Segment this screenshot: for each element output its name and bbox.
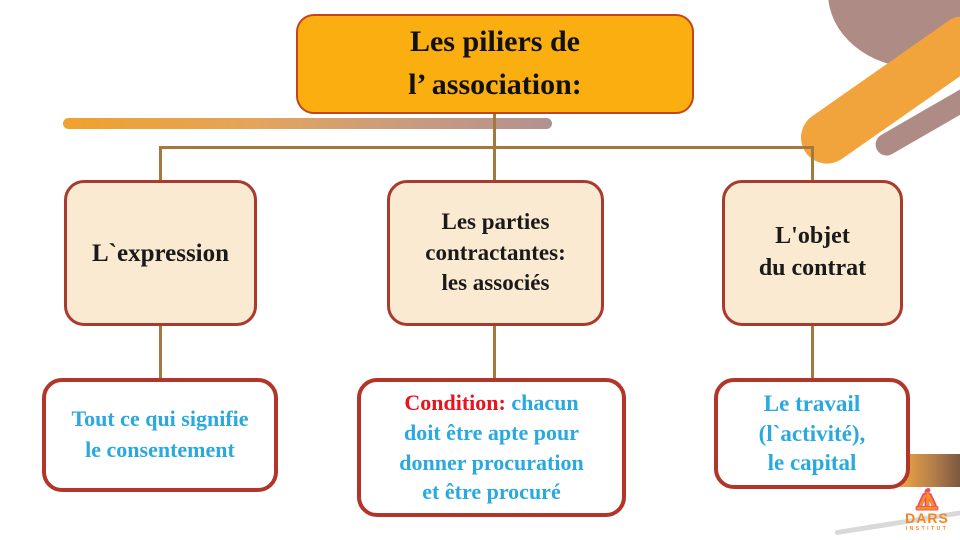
connector-stem-right-lower — [811, 324, 814, 380]
left-accent-bar — [63, 118, 552, 129]
pillar-expression-text: L`expression — [91, 239, 230, 267]
connector-stem-right — [811, 148, 814, 183]
detail-box-travail: Le travail (l`activité), le capital — [714, 378, 910, 489]
detail-travail-text: Le travail (l`activité), le capital — [758, 390, 866, 476]
detail-consentement-text: Tout ce qui signifie le consentement — [71, 406, 249, 462]
dars-wordmark: DARS — [905, 510, 949, 526]
connector-stem-center-lower — [493, 324, 496, 380]
condition-label: Condition: — [404, 390, 506, 416]
connector-stem-left — [159, 148, 162, 183]
connector-horizontal-line — [159, 146, 814, 149]
pillar-box-expression: L`expression — [64, 180, 257, 326]
title-text: Les piliers de l’ association: — [408, 25, 582, 101]
pillar-box-parties: Les parties contractantes: les associés — [387, 180, 604, 326]
connector-stem-left-lower — [159, 324, 162, 380]
pillar-parties-text: Les parties contractantes: les associés — [425, 209, 566, 296]
title-box: Les piliers de l’ association: — [296, 14, 694, 114]
detail-box-consentement: Tout ce qui signifie le consentement — [42, 378, 278, 492]
condition-body: chacun doit être apte pour donner procur… — [399, 390, 584, 505]
dars-logo: DARS INSTITUT — [896, 487, 958, 537]
detail-condition-text: Condition: chacun doit être apte pour do… — [399, 388, 583, 507]
connector-title-stem — [493, 112, 496, 148]
dars-emblem-icon — [915, 487, 939, 511]
pillar-objet-text: L'objet du contrat — [758, 223, 867, 281]
dars-subtitle: INSTITUT — [905, 526, 949, 532]
detail-box-condition: Condition: chacun doit être apte pour do… — [357, 378, 626, 517]
connector-stem-center — [493, 148, 496, 183]
pillar-box-objet: L'objet du contrat — [722, 180, 903, 326]
